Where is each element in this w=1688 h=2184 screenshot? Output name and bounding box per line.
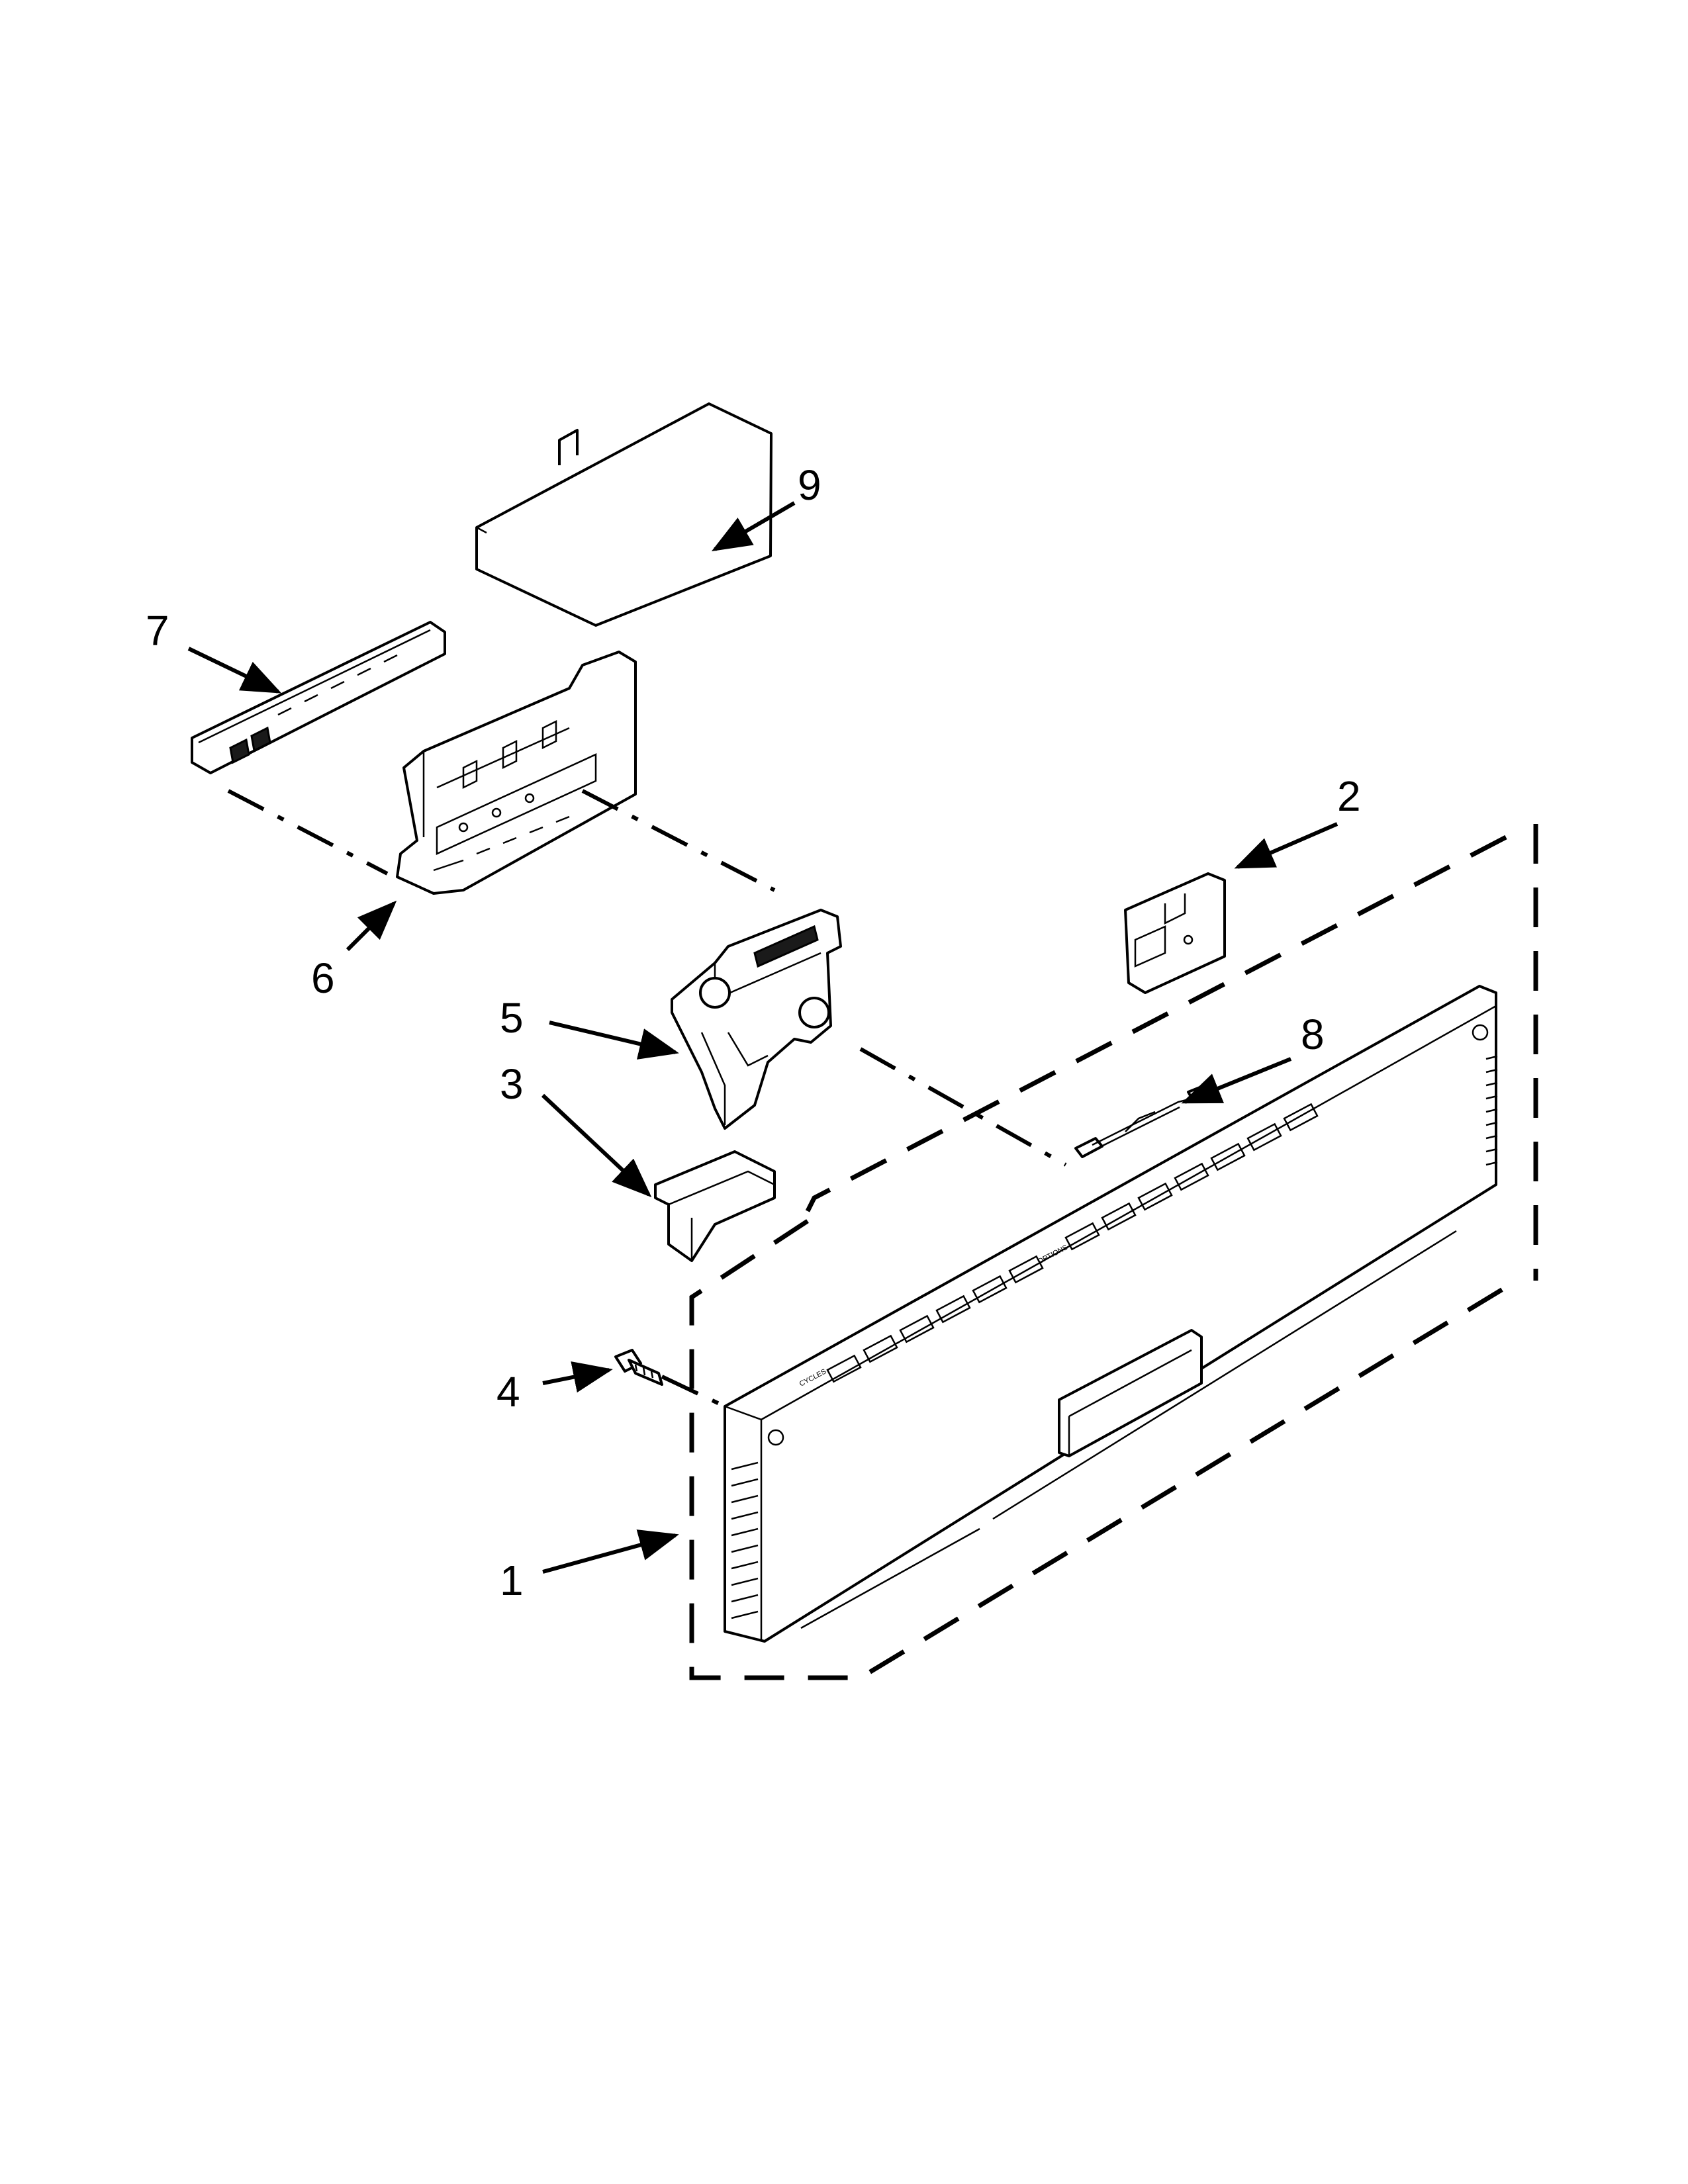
callout-7: 7: [146, 607, 169, 655]
leader-arrows: [187, 501, 1338, 1574]
callout-5: 5: [500, 994, 524, 1042]
part-2-clip: [1124, 872, 1226, 994]
callout-8: 8: [1301, 1011, 1325, 1058]
callout-3: 3: [500, 1060, 524, 1108]
leader-2: [1234, 822, 1338, 869]
leader-1: [542, 1529, 679, 1574]
part-5-latch-assembly: [671, 909, 842, 1130]
leader-6: [346, 900, 397, 952]
part-9-shield-sheet: [475, 402, 773, 627]
callout-4: 4: [496, 1368, 520, 1416]
panel-button-row: [826, 1103, 1319, 1383]
part-4-screw: [614, 1349, 663, 1386]
leader-4: [542, 1361, 613, 1393]
part-3-bracket: [654, 1150, 776, 1262]
part-7-rail-bracket: [191, 621, 446, 774]
leader-5: [549, 1021, 679, 1060]
leader-8: [1181, 1057, 1292, 1104]
callout-6: 6: [311, 954, 335, 1002]
leader-9: [711, 501, 796, 552]
callout-9: 9: [798, 461, 821, 509]
leader-3: [541, 1093, 652, 1198]
callout-1: 1: [500, 1557, 524, 1604]
alignment-lines: [227, 789, 1067, 1408]
part-6-control-housing: [396, 651, 637, 895]
leader-7: [187, 647, 282, 694]
part-1-control-panel: CYCLES OPTIONS: [724, 985, 1498, 1643]
callout-numbers: 9 7 6 2 5 8 3 4 1: [146, 461, 1361, 1604]
callout-2: 2: [1337, 772, 1361, 820]
panel-dashed-enclosure: [689, 824, 1538, 1680]
